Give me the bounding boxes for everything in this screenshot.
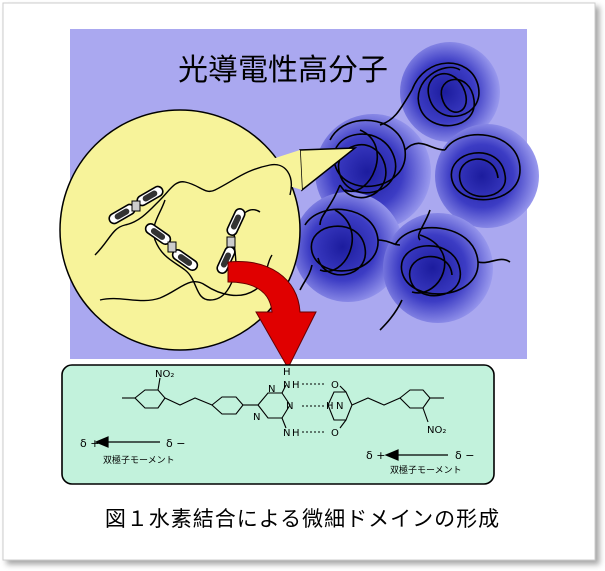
label-h-amine-top: H	[292, 380, 300, 391]
pendant-joint-2	[167, 241, 177, 253]
figure-caption: 図１水素結合による微細ドメインの形成	[104, 507, 501, 531]
label-no2-left: NO₂	[155, 369, 174, 380]
bond-nh-bottom	[281, 417, 287, 429]
dipole-arrowhead-left	[94, 436, 109, 448]
bubble-chain-top	[94, 163, 292, 256]
bond-no2-left	[157, 377, 161, 391]
pendant-joint-1	[131, 200, 141, 212]
label-o-bottom: O	[331, 428, 339, 439]
hydrogen-bonds	[302, 383, 326, 433]
chain-coil-1	[411, 62, 480, 127]
figure-title: 光導電性高分子	[178, 53, 388, 88]
dipole-left-plus: δ +	[80, 437, 99, 450]
polymer-chains	[299, 62, 521, 331]
bond-co-top	[339, 385, 347, 393]
bond-co-bottom	[339, 419, 347, 429]
pendant-joint-3	[226, 236, 236, 248]
bond-no2-right	[422, 407, 429, 423]
label-o-top: O	[331, 380, 339, 391]
vinyl-link-left	[164, 397, 213, 406]
label-n-imide: N	[336, 401, 343, 412]
triazine-ring	[257, 392, 291, 419]
pendant-capsule-4	[171, 249, 199, 271]
label-n-amine-bottom: N	[283, 428, 290, 439]
vinyl-link-right	[351, 397, 401, 406]
atom-labels: NO₂ NO₂ N N N N H H N H H N O O	[155, 367, 446, 439]
dipole-labels: δ + δ − 双極子モーメント δ + δ − 双極子モーメント	[80, 437, 474, 476]
chemistry-box	[61, 364, 495, 485]
label-n-ring-3: N	[286, 401, 293, 412]
chemical-structure	[122, 377, 444, 429]
label-h-upper: H	[283, 367, 291, 378]
chain-coil-5	[394, 226, 479, 297]
dipole-right-plus: δ +	[366, 449, 385, 462]
dipole-right-label: 双極子モーメント	[390, 464, 462, 476]
polymer-sphere-5	[383, 213, 493, 323]
dipole-arrows	[94, 436, 448, 461]
label-h-imide: H	[326, 401, 334, 412]
bond-nh-top	[281, 384, 287, 394]
label-h-amine-bottom: H	[292, 428, 300, 439]
dipole-right-minus: δ −	[455, 449, 474, 462]
dipole-arrowhead-right	[384, 449, 399, 461]
chain-coil-4	[304, 208, 379, 276]
label-n-amine-top: N	[283, 380, 290, 391]
dipole-left-label: 双極子モーメント	[103, 454, 175, 466]
pendant-capsule-5	[226, 208, 246, 236]
dipole-left-minus: δ −	[166, 437, 185, 450]
label-n-ring-2: N	[253, 412, 260, 423]
red-arrow	[227, 260, 317, 370]
zoom-bubble-join	[238, 150, 302, 190]
label-no2-right: NO₂	[427, 425, 446, 436]
label-n-ring-1: N	[268, 384, 275, 395]
pendant-groups	[108, 185, 246, 274]
chain-coil-3	[444, 133, 521, 201]
